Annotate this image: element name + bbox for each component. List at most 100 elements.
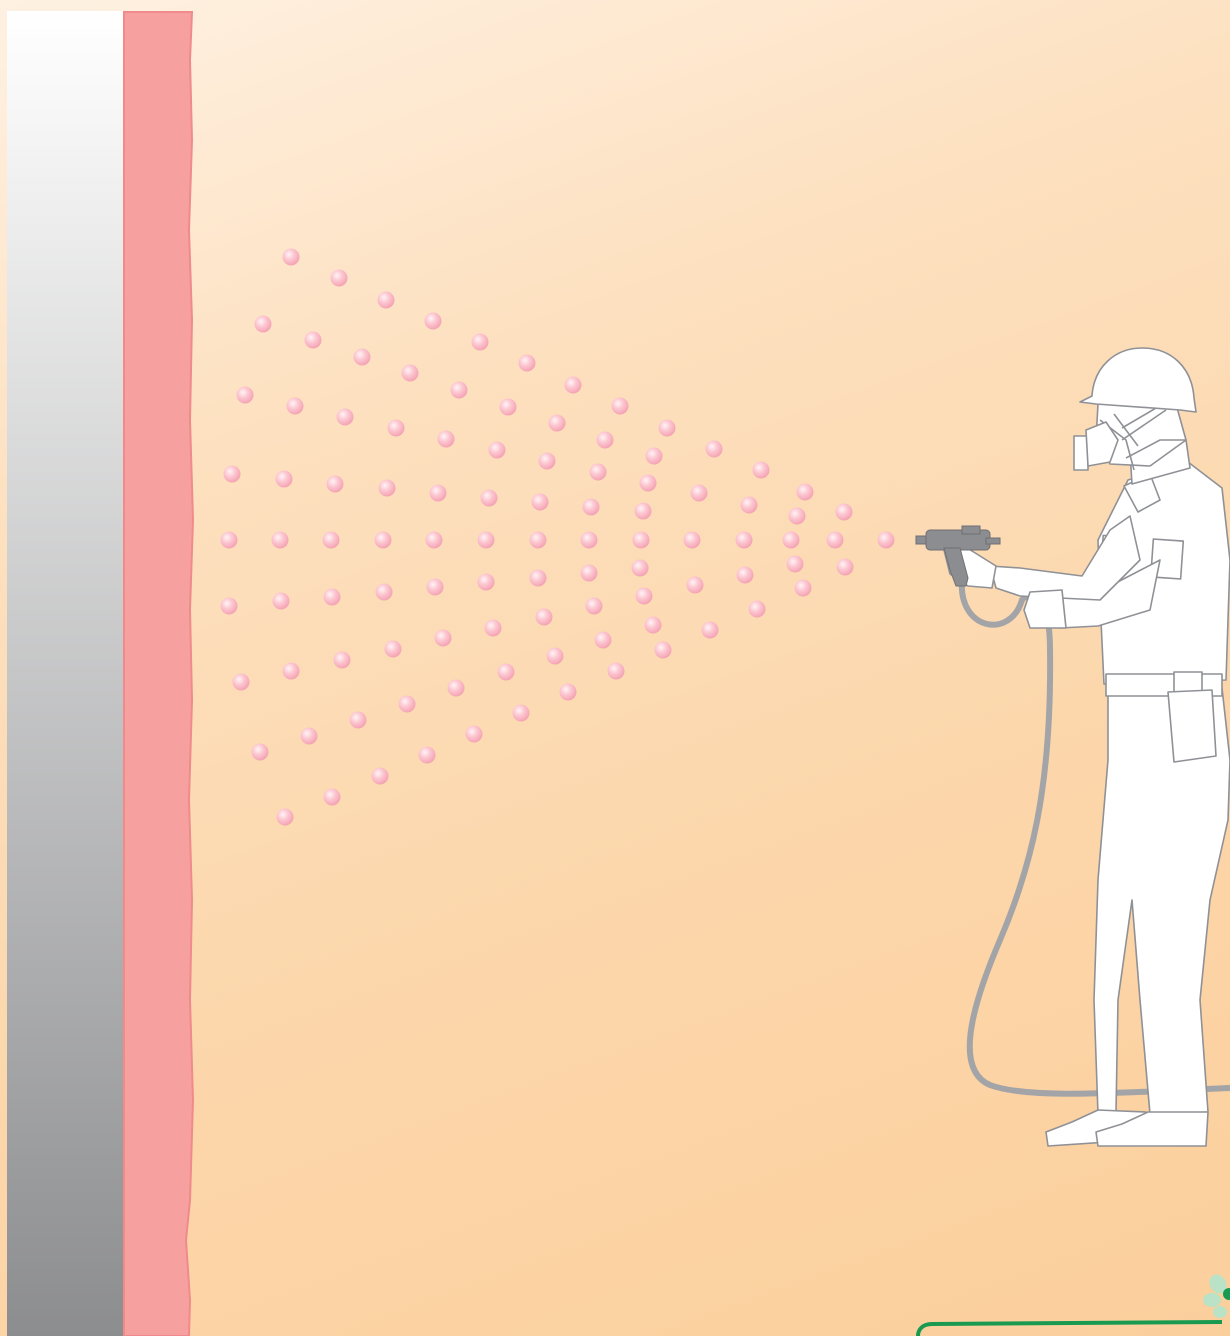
spray-droplet (612, 398, 629, 415)
spray-droplet (655, 642, 672, 659)
spray-droplet (327, 476, 344, 493)
spray-droplet (645, 617, 662, 634)
spray-droplet (324, 589, 341, 606)
spray-droplet (237, 387, 254, 404)
spray-droplet (827, 532, 844, 549)
spray-droplet (466, 726, 483, 743)
spray-droplet (513, 705, 530, 722)
spray-droplet (323, 532, 340, 549)
spray-droplet (448, 680, 465, 697)
spray-droplet (498, 664, 515, 681)
spray-droplet (608, 663, 625, 680)
spray-droplet (749, 601, 766, 618)
spray-droplet (425, 313, 442, 330)
spray-droplet (283, 249, 300, 266)
spray-droplet (388, 420, 405, 437)
spray-droplet (375, 532, 392, 549)
spray-droplet (549, 415, 566, 432)
spray-droplet (334, 652, 351, 669)
spray-droplet (640, 475, 657, 492)
spray-droplet (305, 332, 322, 349)
spray-droplet (581, 532, 598, 549)
spray-droplet (753, 462, 770, 479)
spray-droplet (789, 508, 806, 525)
spray-droplet (372, 768, 389, 785)
spray-droplet (233, 674, 250, 691)
spray-droplet (560, 684, 577, 701)
spray-droplet (277, 809, 294, 826)
spray-gun-rear (986, 538, 1000, 544)
spray-droplet (519, 355, 536, 372)
spray-droplet (402, 365, 419, 382)
worker-figure (944, 348, 1230, 1146)
spray-droplet (581, 565, 598, 582)
spray-droplet (331, 270, 348, 287)
spray-droplet (419, 747, 436, 764)
spray-droplet (472, 334, 489, 351)
spray-droplet (385, 641, 402, 658)
spray-droplet (565, 377, 582, 394)
spray-droplet (252, 744, 269, 761)
spray-droplet (702, 622, 719, 639)
spray-droplet (530, 532, 547, 549)
spray-droplet (478, 574, 495, 591)
spray-droplet (536, 609, 553, 626)
spray-droplet (379, 480, 396, 497)
spray-droplet (485, 620, 502, 637)
spray-droplet (283, 663, 300, 680)
spray-droplet (878, 532, 895, 549)
spray-droplet (836, 504, 853, 521)
wall-coating-layer (124, 12, 193, 1336)
spray-droplet (646, 448, 663, 465)
spray-droplet (354, 349, 371, 366)
spray-droplet (691, 485, 708, 502)
spray-droplet (376, 584, 393, 601)
wall-substrate (7, 11, 125, 1336)
spray-droplet (500, 399, 517, 416)
spray-droplet (478, 532, 495, 549)
spray-droplet (427, 579, 444, 596)
spray-droplet (221, 598, 238, 615)
spray-droplet (636, 588, 653, 605)
spray-droplet (399, 696, 416, 713)
worker-helmet (1080, 348, 1196, 412)
spray-droplet (635, 503, 652, 520)
spray-droplet (532, 494, 549, 511)
leaf-icon (1203, 1271, 1230, 1318)
spray-droplet (481, 490, 498, 507)
spray-droplet (273, 593, 290, 610)
spray-droplet (659, 420, 676, 437)
spray-droplet (451, 382, 468, 399)
spray-droplet (430, 485, 447, 502)
spray-droplet (547, 648, 564, 665)
spray-droplet (837, 559, 854, 576)
spray-droplet (287, 398, 304, 415)
spray-droplet (687, 577, 704, 594)
spray-droplet (783, 532, 800, 549)
spray-droplet (438, 431, 455, 448)
badge-text (930, 1326, 1210, 1336)
spray-droplet (736, 532, 753, 549)
spray-droplet (350, 712, 367, 729)
spray-droplet (706, 441, 723, 458)
spray-droplet (224, 466, 241, 483)
spray-droplet (324, 789, 341, 806)
spray-droplet (489, 442, 506, 459)
spray-droplet (276, 471, 293, 488)
spray-droplet (632, 560, 649, 577)
spray-droplet (684, 532, 701, 549)
spray-droplet (221, 532, 238, 549)
worker-hand-rear (1024, 590, 1066, 628)
spray-droplet (530, 570, 547, 587)
worker-pouch (1168, 690, 1216, 762)
spray-droplet (539, 453, 556, 470)
spray-droplet (337, 409, 354, 426)
spray-droplet (597, 432, 614, 449)
spray-droplet (595, 632, 612, 649)
spray-droplet (435, 630, 452, 647)
spray-droplet (255, 316, 272, 333)
spray-droplet (633, 532, 650, 549)
spray-droplet (378, 292, 395, 309)
spray-droplet (737, 567, 754, 584)
